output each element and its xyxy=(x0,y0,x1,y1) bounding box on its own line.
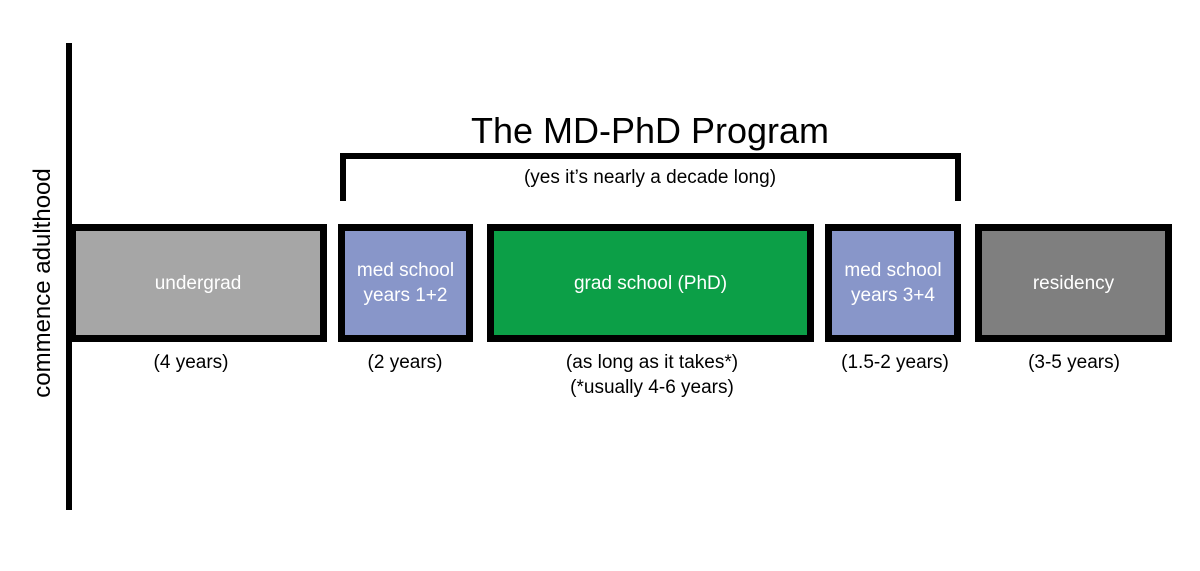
phase-label-med-school-years-1-2: med school years 1+2 xyxy=(356,260,455,306)
phase-box-residency: residency xyxy=(975,224,1172,342)
phase-label-med-school-years-3-4: med school years 3+4 xyxy=(844,260,942,306)
phase-label-undergrad: undergrad xyxy=(154,272,242,294)
phase-box-undergrad: undergrad xyxy=(69,224,327,342)
program-bracket xyxy=(340,153,961,201)
phase-label-grad-school: grad school (PhD) xyxy=(573,272,728,294)
phase-box-med-school-years-1-2: med school years 1+2 xyxy=(338,224,473,342)
phase-duration-residency: (3-5 years) xyxy=(1028,352,1120,373)
axis-label: commence adulthood xyxy=(29,168,56,398)
phase-duration-med-school-years-3-4: (1.5-2 years) xyxy=(841,352,949,373)
program-title: The MD-PhD Program xyxy=(470,110,830,151)
phase-duration-undergrad: (4 years) xyxy=(153,352,229,373)
phase-box-med-school-years-3-4: med school years 3+4 xyxy=(825,224,961,342)
phase-label-residency: residency xyxy=(1032,272,1115,294)
program-subtitle: (yes it’s nearly a decade long) xyxy=(523,167,777,188)
phase-duration-med-school-years-1-2: (2 years) xyxy=(367,352,443,373)
phase-duration-grad-school: (as long as it takes*) (*usually 4-6 yea… xyxy=(565,352,739,398)
phase-box-grad-school: grad school (PhD) xyxy=(487,224,814,342)
